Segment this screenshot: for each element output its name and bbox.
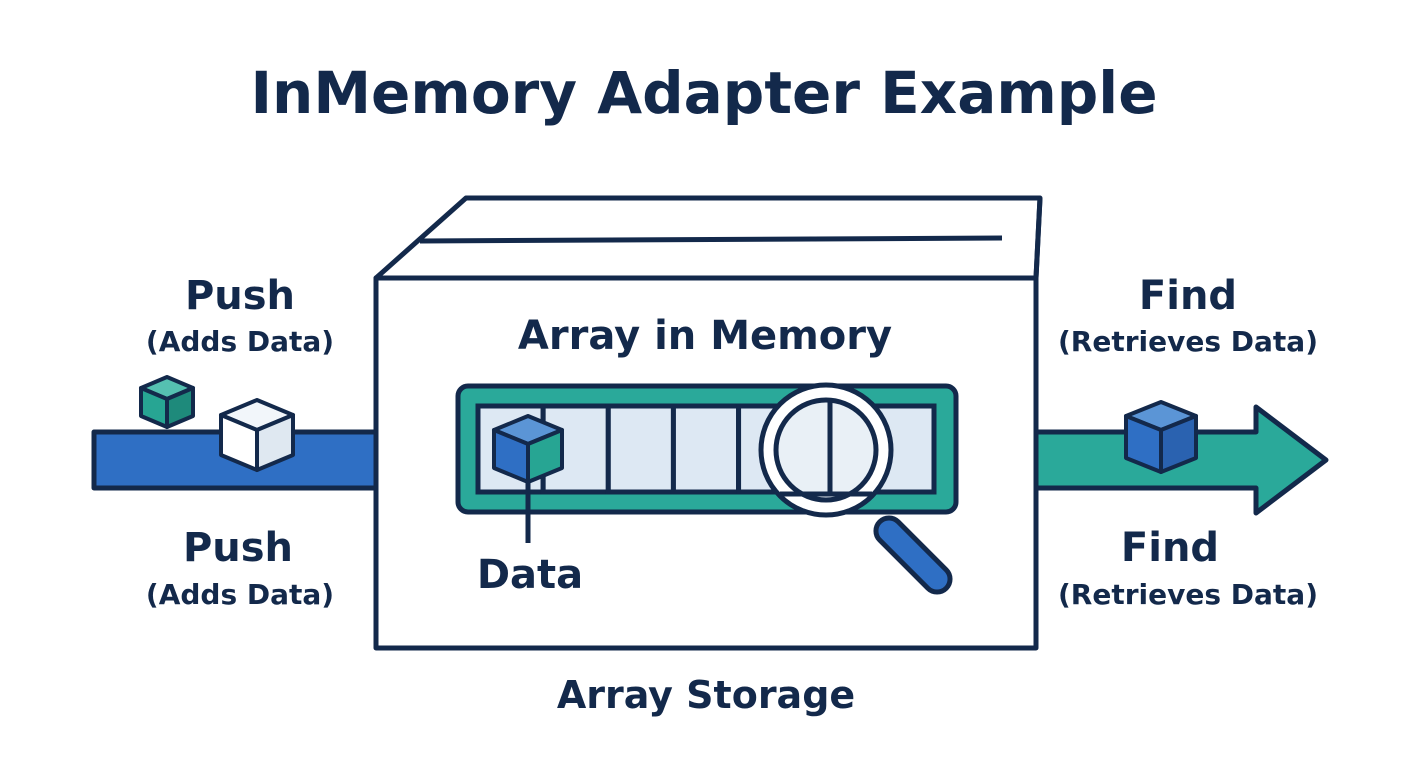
push-desc-top: (Adds Data)	[145, 325, 335, 358]
diagram-title: InMemory Adapter Example	[250, 59, 1158, 127]
cube-icon	[1124, 400, 1198, 474]
find-label-bottom: Find	[1120, 525, 1220, 571]
find-desc-bottom: (Retrieves Data)	[1058, 578, 1318, 611]
find-label-top: Find	[1138, 273, 1238, 319]
cube-icon	[219, 398, 295, 472]
cube-icon	[492, 414, 564, 484]
array-slot	[670, 403, 742, 495]
array-storage-caption: Array Storage	[556, 673, 856, 717]
push-label-top: Push	[184, 273, 296, 319]
push-label-bottom: Push	[182, 525, 294, 571]
cube-icon	[139, 375, 195, 429]
magnifier-icon	[758, 382, 953, 595]
array-in-memory-label: Array in Memory	[517, 313, 893, 359]
data-label: Data	[476, 552, 584, 598]
array-slot	[605, 403, 676, 495]
push-desc-bottom: (Adds Data)	[145, 578, 335, 611]
find-desc-top: (Retrieves Data)	[1058, 325, 1318, 358]
